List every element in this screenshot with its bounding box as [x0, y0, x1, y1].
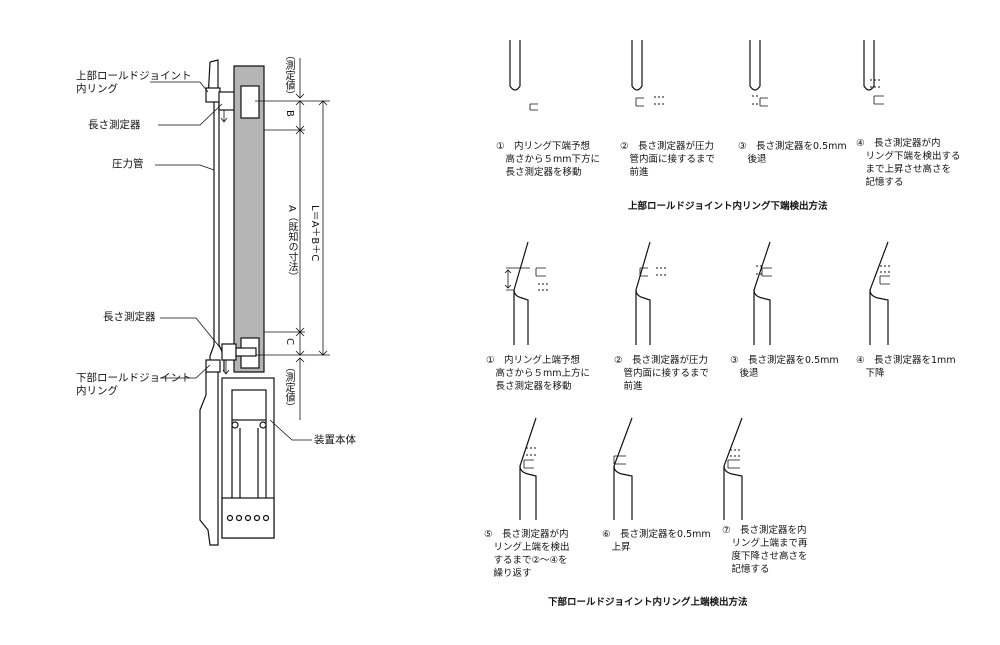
- tool-body: [233, 65, 265, 373]
- device-body-pin-right: [259, 421, 267, 429]
- lower-step-2-caption: ② 長さ測定器が圧力 管内面に接するまで 前進: [614, 355, 710, 392]
- upper-step-4-caption: ④ 長さ測定器が内 リング下端を検出する まで上昇させ高さを 記憶する: [856, 138, 961, 188]
- leader-upper-joint: [150, 81, 209, 93]
- pressure-tube-label: 圧力管: [112, 158, 144, 170]
- dim-b-line: [295, 100, 305, 131]
- dim-b-label: B: [284, 110, 295, 117]
- upper-gauge-arrow: [220, 110, 228, 123]
- device-body-upper-box: [231, 389, 267, 421]
- upper-step-1-caption: ① 内リング下端予想 高さから５mm下方に 長さ測定器を移動: [496, 141, 601, 178]
- length-gauge-upper-label: 長さ測定器: [88, 119, 141, 131]
- upper-step-1-drawing: [509, 40, 538, 111]
- lower-step-4-drawing: [869, 241, 890, 345]
- lower-method-drawings: [504, 241, 890, 520]
- upper-step-3-drawing: [749, 40, 768, 107]
- dim-l-line: [318, 100, 328, 356]
- lower-step-5-drawing: [519, 417, 538, 520]
- lower-gauge-arm: [235, 347, 257, 357]
- lower-step-5-caption: ⑤ 長さ測定器が内 リング上端を検出 するまで②～④を 繰り返す: [484, 529, 570, 579]
- lower-step-3-drawing: [753, 241, 772, 345]
- lower-inner-ring: [205, 359, 221, 373]
- lower-method-title: 下部ロールドジョイント内リング上端検出方法: [548, 597, 748, 608]
- dim-c-line: [295, 331, 305, 356]
- lower-step-1-caption: ① 内リング上端予想 高さから５mm上方に 長さ測定器を移動: [486, 355, 591, 392]
- upper-step-2-caption: ② 長さ測定器が圧力 管内面に接するまで 前進: [620, 141, 716, 178]
- lower-step-2-drawing: [635, 241, 668, 345]
- lower-step-6-caption: ⑥ 長さ測定器を0.5mm 上昇: [602, 529, 711, 553]
- dim-a-label: A（既知の寸法）: [286, 205, 297, 282]
- upper-step-2-drawing: [631, 40, 666, 107]
- lower-step-7-drawing: [723, 417, 743, 520]
- length-gauge-lower-label: 長さ測定器: [103, 311, 156, 323]
- measured-top-label: （測定値）: [283, 50, 294, 100]
- lower-joint-label: 下部ロールドジョイント 内リング: [76, 372, 192, 397]
- apparatus-drawing: [150, 58, 330, 546]
- dim-c-label: C: [284, 338, 295, 345]
- dim-top-arrow: [295, 93, 305, 99]
- dim-bottom-measured-line: [295, 357, 305, 420]
- measured-bottom-label: （測定値）: [283, 362, 294, 412]
- device-body-rails: [231, 420, 267, 498]
- upper-window: [240, 85, 260, 119]
- upper-inner-ring: [205, 87, 221, 103]
- upper-gauge-head: [218, 91, 236, 111]
- upper-method-drawings: [509, 40, 884, 111]
- device-body-holes: [226, 514, 270, 522]
- leader-pressure-tube: [155, 164, 215, 171]
- upper-joint-label: 上部ロールドジョイント 内リング: [76, 70, 192, 95]
- upper-step-4-drawing: [863, 40, 884, 105]
- upper-method-title: 上部ロールドジョイント内リング下端検出方法: [628, 201, 828, 212]
- leader-upper-gauge: [158, 103, 223, 126]
- upper-step-3-caption: ③ 長さ測定器を0.5mm 後退: [738, 141, 847, 165]
- leader-device-body: [269, 419, 312, 441]
- lower-step-1-drawing: [504, 241, 548, 345]
- lower-step-7-caption: ⑦ 長さ測定器を内 リング上端まで再 度下降させ高さを 記憶する: [722, 525, 808, 575]
- lower-step-4-caption: ④ 長さ測定器を1mm 下降: [856, 355, 956, 379]
- lower-step-3-caption: ③ 長さ測定器を0.5mm 後退: [730, 355, 839, 379]
- lower-step-6-drawing: [613, 417, 633, 520]
- leader-lower-gauge: [160, 317, 223, 351]
- dim-l-label: L＝A＋B＋C: [309, 205, 320, 262]
- lower-plate: [199, 372, 219, 546]
- leader-lower-joint: [160, 364, 211, 379]
- device-body-pin-left: [231, 421, 239, 429]
- lower-gauge-head: [221, 343, 237, 361]
- device-body-label: 装置本体: [314, 434, 356, 446]
- lower-gauge-arrow: [222, 360, 230, 375]
